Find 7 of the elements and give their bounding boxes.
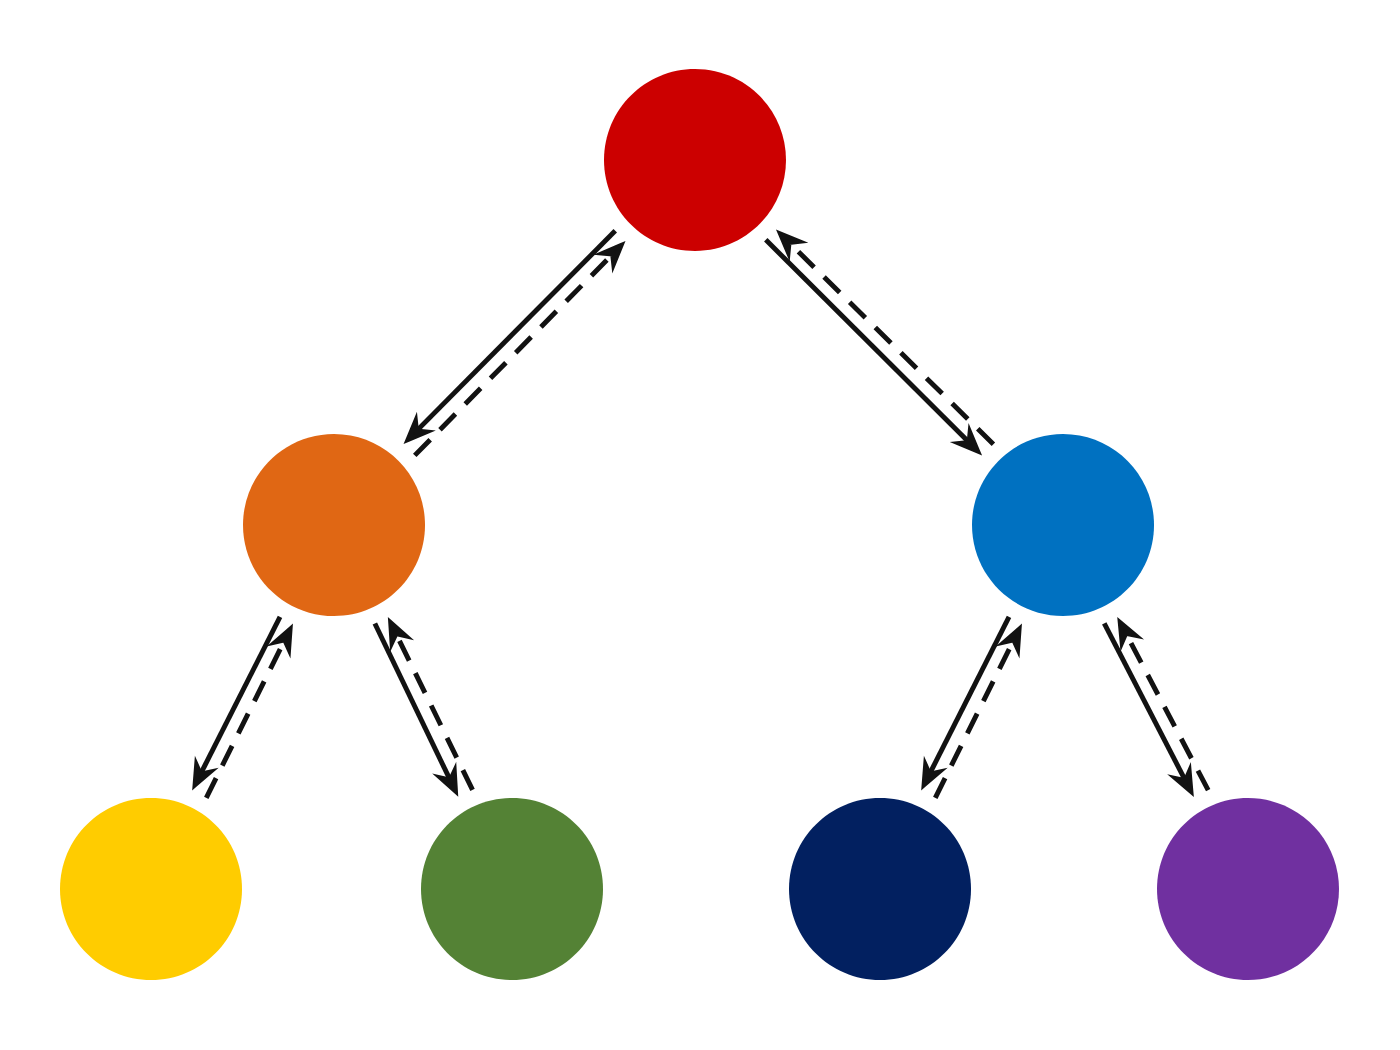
- circle-node: [972, 434, 1154, 616]
- circle-node: [243, 434, 425, 616]
- circle-node: [604, 69, 786, 251]
- circle-node: [789, 798, 971, 980]
- circle-node: [60, 798, 242, 980]
- circle-node: [421, 798, 603, 980]
- circle-node: [1157, 798, 1339, 980]
